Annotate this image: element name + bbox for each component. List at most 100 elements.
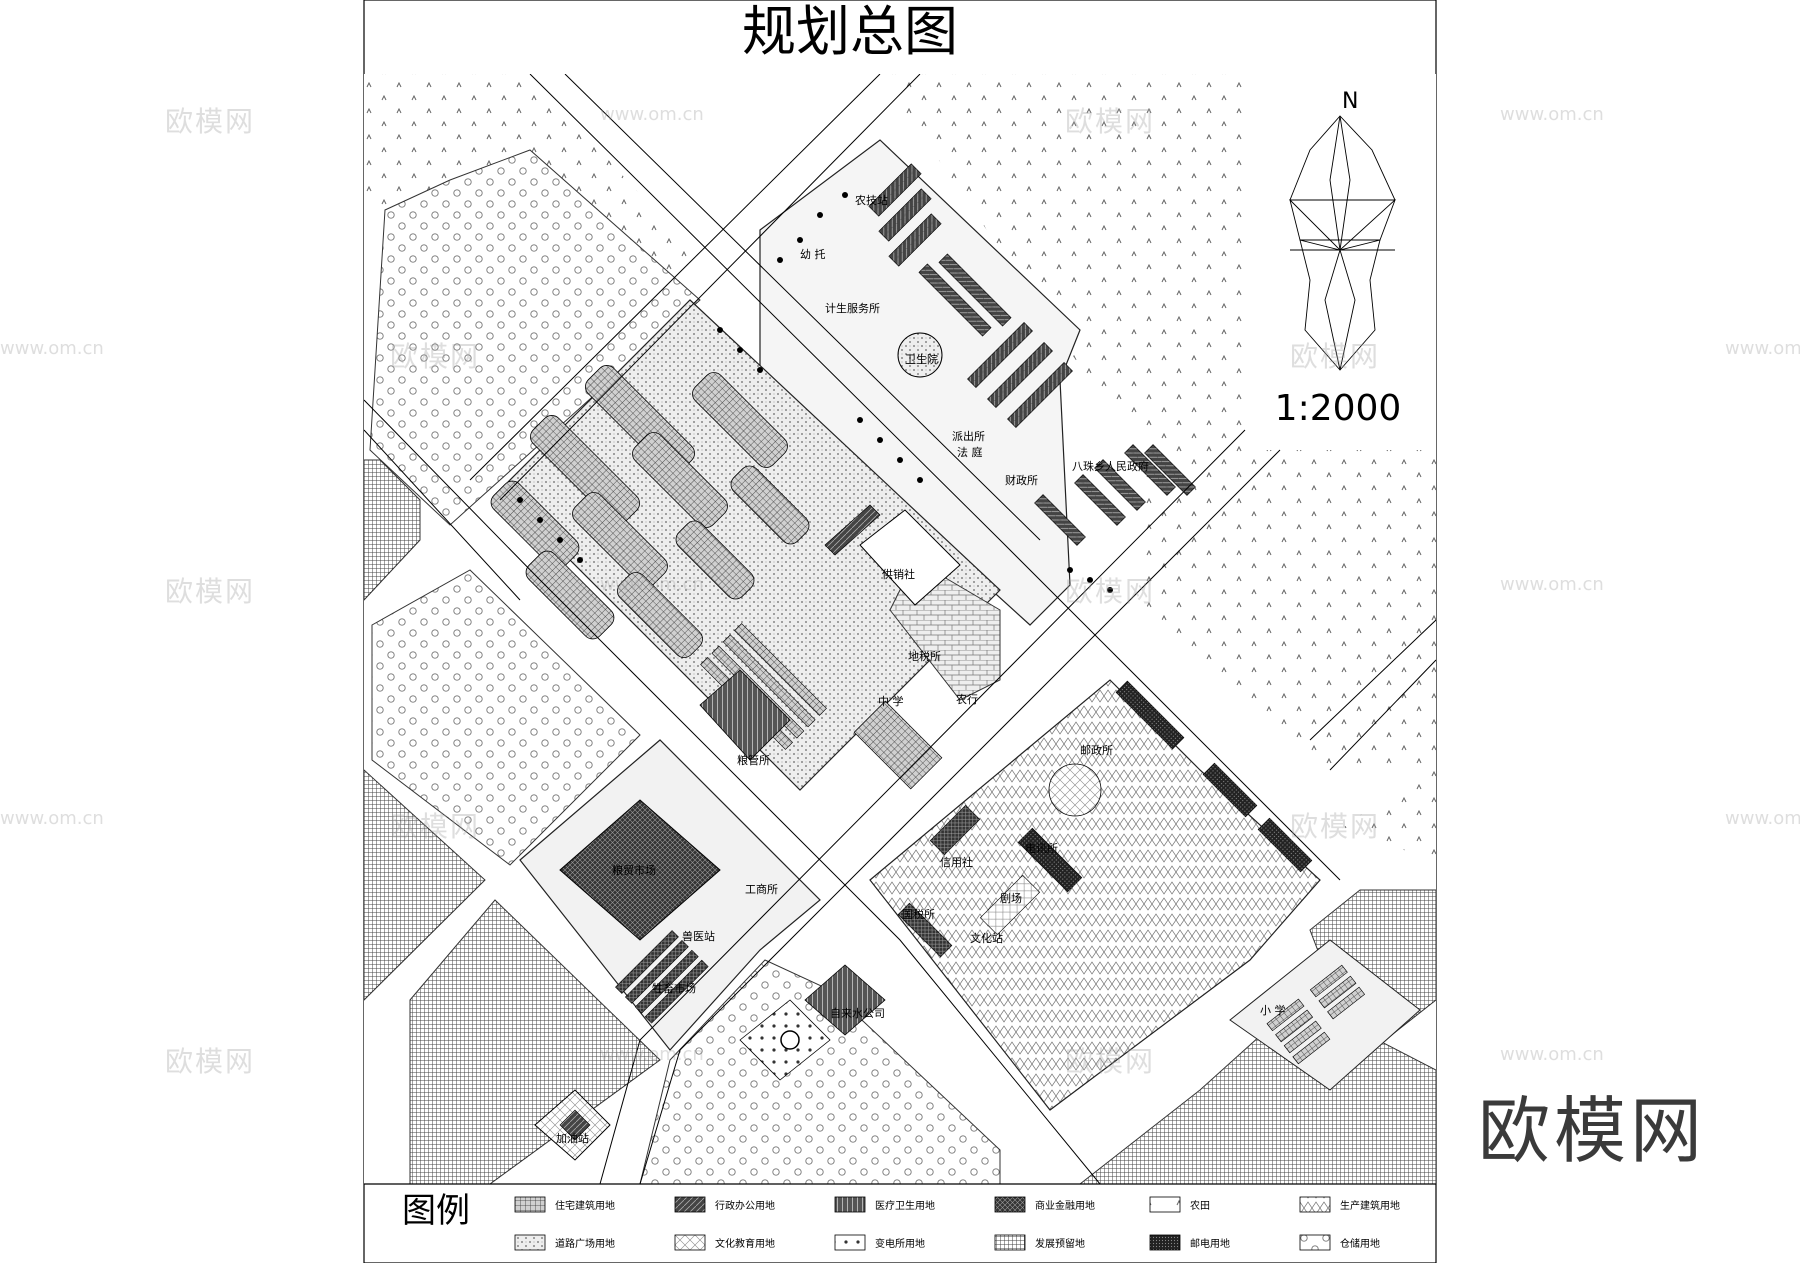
post-office-buildings <box>1017 680 1313 893</box>
storage-land <box>371 569 641 866</box>
reserve-land <box>364 459 421 601</box>
farmland-block <box>880 74 1245 500</box>
label-water-company: 自来水公司 <box>830 1007 885 1020</box>
watermark-brand: 欧模网 <box>1290 810 1381 843</box>
legend-swatch <box>1149 1234 1181 1251</box>
street-trees <box>517 192 1113 593</box>
north-letter: N <box>1342 89 1358 114</box>
theater-buildings <box>897 804 1041 958</box>
residential-buildings <box>490 365 810 658</box>
legend-swatch <box>1149 1196 1181 1213</box>
label-kindergarten: 幼 托 <box>800 247 826 261</box>
livestock-market-buildings <box>615 930 709 1024</box>
legend-label: 商业金融用地 <box>1035 1199 1095 1212</box>
map-title: 规划总图 <box>742 0 958 63</box>
watermark-brand: 欧模网 <box>1290 340 1381 373</box>
label-culture-station: 文化站 <box>970 931 1003 945</box>
grain-management-building <box>699 669 791 761</box>
label-middle-school: 中 学 <box>878 694 904 708</box>
legend-label: 住宅建筑用地 <box>555 1199 615 1212</box>
label-police-station: 派出所 <box>952 429 985 443</box>
label-agri-tech-station: 农技站 <box>855 193 888 207</box>
label-health-center: 卫生院 <box>905 352 938 366</box>
label-primary-school: 小 学 <box>1260 1003 1286 1017</box>
label-livestock-market: 牲畜市场 <box>652 981 696 995</box>
label-telecom: 电讯所 <box>1025 842 1058 855</box>
legend-swatch <box>994 1196 1026 1213</box>
north-arrow: N <box>1288 89 1397 371</box>
road-network <box>364 74 1436 1184</box>
label-finance-office: 财政所 <box>1005 473 1038 487</box>
label-business-admin: 工商所 <box>745 882 778 896</box>
watermark-brand: 欧模网 <box>1065 105 1156 138</box>
water-company-building <box>804 964 886 1036</box>
legend-title: 图例 <box>402 1191 470 1231</box>
legend-label: 生产建筑用地 <box>1340 1199 1400 1212</box>
production-land <box>869 679 1321 1111</box>
label-agri-bank: 农行 <box>956 692 978 706</box>
legend-swatch <box>834 1234 866 1251</box>
watermark-url: www.om.cn <box>1500 1044 1604 1065</box>
watermark-brand: 欧模网 <box>1065 575 1156 608</box>
scale-label: 1:2000 <box>1275 388 1402 429</box>
legend-label: 仓储用地 <box>1340 1237 1380 1250</box>
legend-label: 医疗卫生用地 <box>875 1199 935 1212</box>
legend-swatch <box>994 1234 1026 1251</box>
reserve-land <box>364 769 486 1001</box>
legend-swatch <box>674 1234 706 1251</box>
label-family-planning: 计生服务所 <box>825 301 880 315</box>
legend-swatch <box>834 1196 866 1213</box>
grain-market-building <box>559 799 721 941</box>
farmland-block <box>1340 760 1436 860</box>
legend-label: 发展预留地 <box>1035 1237 1085 1250</box>
legend-label: 文化教育用地 <box>715 1237 775 1250</box>
label-grain-market: 粮贸市场 <box>612 863 656 877</box>
watermark-brand: 欧模网 <box>165 575 256 608</box>
label-grain-management: 粮管所 <box>737 753 770 767</box>
watermark-url: www.om.cn <box>600 574 704 595</box>
label-court: 法 庭 <box>957 445 983 459</box>
label-post-office: 邮政所 <box>1080 743 1113 757</box>
school-block <box>1229 939 1421 1091</box>
watermark-url: www.om.cn <box>1725 338 1800 359</box>
watermark-brand: 欧模网 <box>165 1045 256 1078</box>
label-township-government: 八珠乡人民政府 <box>1072 459 1149 473</box>
school-buildings <box>1266 964 1366 1065</box>
storage-land <box>369 149 701 526</box>
legend-swatch <box>1299 1196 1331 1213</box>
watermark-url: www.om.cn <box>0 338 104 359</box>
label-local-tax: 地税所 <box>908 649 941 663</box>
watermark-url: www.om.cn <box>1500 104 1604 125</box>
legend-swatch <box>674 1196 706 1213</box>
legend-swatch <box>514 1234 546 1251</box>
legend-label: 道路广场用地 <box>555 1237 615 1250</box>
label-gas-station: 加油站 <box>556 1131 589 1145</box>
watermark-url: www.om.cn <box>1725 808 1800 829</box>
admin-buildings <box>868 163 1196 546</box>
watermark-url: www.om.cn <box>0 808 104 829</box>
storage-land <box>639 959 1001 1184</box>
substation-icon <box>780 1030 800 1050</box>
watermark-url: www.om.cn <box>600 104 704 125</box>
map-body <box>364 74 1436 1184</box>
label-theater: 剧场 <box>1000 891 1022 905</box>
place-labels: 农技站 幼 托 计生服务所 卫生院 派出所 法 庭 财政所 八珠乡人民政府 供销… <box>556 193 1286 1145</box>
legend-label: 变电所用地 <box>875 1237 925 1250</box>
label-credit-coop: 信用社 <box>940 855 973 869</box>
legend-label: 行政办公用地 <box>715 1199 775 1212</box>
legend-label: 农田 <box>1190 1199 1210 1212</box>
watermark-brand: 欧模网 <box>1065 1045 1156 1078</box>
label-veterinary: 兽医站 <box>682 929 715 943</box>
watermark-brand: 欧模网 <box>165 105 256 138</box>
label-national-tax: 国税所 <box>902 907 935 921</box>
watermark-brand: 欧模网 <box>390 340 481 373</box>
farmland-block <box>1320 470 1436 690</box>
watermark-brand: 欧模网 <box>390 810 481 843</box>
supply-coop-building <box>859 509 961 606</box>
health-center-plaza <box>897 332 943 378</box>
brand-watermark-large: 欧模网 <box>1478 1089 1707 1173</box>
label-supply-coop: 供销社 <box>882 567 915 581</box>
